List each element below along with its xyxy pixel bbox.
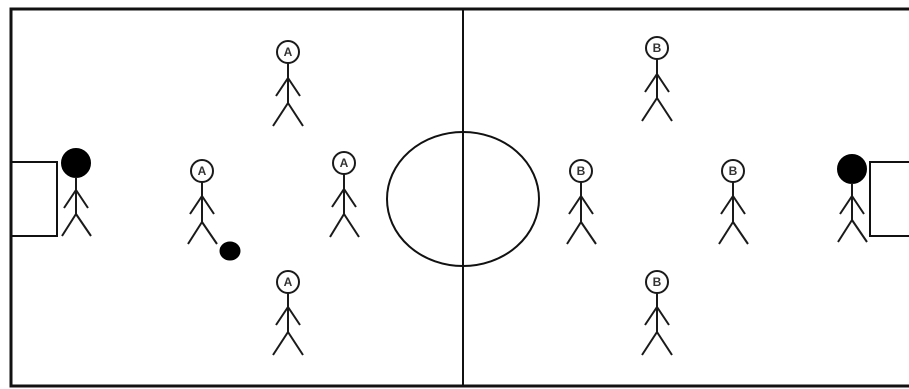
ball: [220, 242, 240, 260]
player-a-3: A: [330, 152, 359, 237]
player-b-1: B: [642, 37, 672, 121]
player-label: A: [340, 156, 349, 170]
player-label: B: [577, 164, 586, 178]
right-goal: [870, 162, 909, 236]
player-label: B: [653, 275, 662, 289]
player-label: B: [729, 164, 738, 178]
field-boundary: [11, 9, 909, 386]
goalkeeper-left: [62, 149, 91, 236]
player-label: A: [284, 45, 293, 59]
player-a-1: A: [273, 41, 303, 126]
player-label: A: [284, 275, 293, 289]
player-label: A: [198, 164, 207, 178]
player-b-3: B: [719, 160, 748, 244]
player-a-4: A: [273, 271, 303, 355]
player-a-2: A: [188, 160, 217, 244]
player-b-2: B: [567, 160, 596, 244]
player-label: B: [653, 41, 662, 55]
player-b-4: B: [642, 271, 672, 355]
left-goal: [11, 162, 57, 236]
goalkeeper-right: [838, 155, 867, 242]
